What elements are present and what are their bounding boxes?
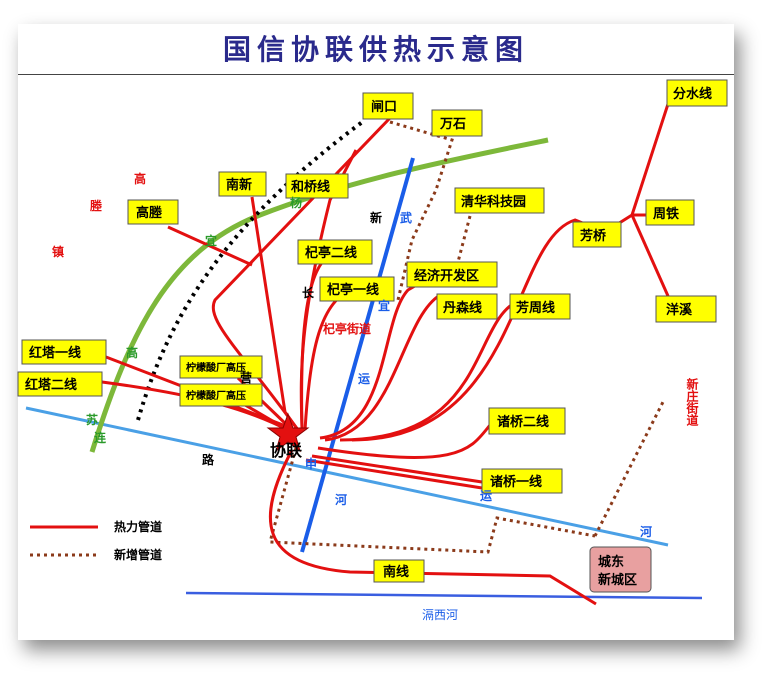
- new-pipe-wanshi: [389, 120, 454, 301]
- svg-text:闸口: 闸口: [371, 99, 397, 115]
- box-nanxin: 南新: [218, 171, 267, 197]
- svg-text:镇: 镇: [52, 244, 64, 259]
- xinzhuang-label: 新庄街道: [685, 377, 699, 427]
- svg-text:芳周线: 芳周线: [516, 300, 555, 316]
- svg-text:杞亭街道: 杞亭街道: [323, 321, 371, 336]
- box-hongta1: 红塔一线: [21, 339, 107, 365]
- svg-text:杞亭一线: 杞亭一线: [327, 282, 379, 298]
- svg-text:长: 长: [302, 285, 315, 300]
- svg-text:杞亭二线: 杞亭二线: [305, 245, 357, 261]
- box-wanshi: 万石: [431, 109, 483, 137]
- svg-text:运: 运: [358, 372, 370, 386]
- svg-text:苏: 苏: [86, 412, 98, 427]
- svg-text:高: 高: [126, 345, 138, 360]
- box-nanxian: 南线: [373, 559, 425, 583]
- svg-text:连: 连: [94, 430, 107, 445]
- svg-text:周铁: 周铁: [653, 206, 679, 222]
- new-pipe-xinzhuang: [593, 399, 666, 537]
- diagram-title: 国信协联供热示意图: [222, 33, 529, 66]
- box-fenshui: 分水线: [666, 79, 728, 107]
- svg-text:诸桥二线: 诸桥二线: [497, 414, 549, 430]
- green-road: [89, 137, 549, 453]
- chengdong-label: 城东新城区: [598, 554, 637, 588]
- svg-text:申: 申: [305, 456, 317, 471]
- box-chengdong: 城东新城区: [589, 546, 652, 593]
- box-zhuqiao1: 诸桥一线: [481, 468, 563, 494]
- heat-pipes: [101, 103, 670, 606]
- svg-text:滆西河: 滆西河: [422, 608, 458, 622]
- black-dotted-line: [136, 118, 367, 421]
- svg-text:新: 新: [370, 210, 382, 225]
- svg-text:洋溪: 洋溪: [666, 302, 693, 318]
- blue-road: [300, 157, 415, 553]
- box-zhoutie: 周铁: [645, 199, 695, 226]
- svg-text:塍: 塍: [90, 198, 103, 213]
- box-dansen: 丹森线: [436, 293, 498, 320]
- svg-text:路: 路: [202, 452, 215, 467]
- box-zhakou: 闸口: [362, 92, 414, 120]
- svg-text:河: 河: [334, 492, 347, 507]
- svg-text:营: 营: [240, 370, 252, 385]
- svg-text:和桥线: 和桥线: [291, 179, 330, 195]
- legend-heat-label: 热力管道: [114, 519, 162, 534]
- xielian-star-icon: [266, 412, 310, 453]
- box-heqiao: 和桥线: [285, 173, 349, 199]
- svg-text:丹森线: 丹森线: [443, 300, 482, 316]
- svg-text:柠檬酸厂高压: 柠檬酸厂高压: [186, 361, 246, 374]
- box-qiting1: 杞亭一线: [319, 276, 395, 302]
- svg-text:经济开发区: 经济开发区: [414, 268, 479, 284]
- box-qinghua: 清华科技园: [454, 187, 545, 214]
- map-labels: 高 塍 镇 高 宜 杨 新 武 宜 长 杞亭街道 苏 连 路 营 申 运 河 运…: [52, 171, 652, 622]
- box-yangxi: 洋溪: [655, 295, 717, 323]
- svg-text:诸桥一线: 诸桥一线: [490, 474, 542, 490]
- box-ningmeng2: 柠檬酸厂高压: [179, 383, 263, 407]
- box-qiting2: 杞亭二线: [297, 239, 373, 265]
- svg-text:宜: 宜: [205, 233, 217, 248]
- svg-text:分水线: 分水线: [673, 86, 712, 102]
- box-ningmeng1: 柠檬酸厂高压: [179, 355, 263, 379]
- title-divider: [18, 74, 734, 75]
- svg-text:万石: 万石: [439, 117, 466, 132]
- river-line: [25, 406, 669, 547]
- svg-text:清华科技园: 清华科技园: [461, 194, 526, 210]
- svg-text:南线: 南线: [383, 564, 409, 580]
- svg-text:武: 武: [400, 210, 412, 225]
- new-pipe-south: [268, 447, 596, 554]
- svg-text:红塔二线: 红塔二线: [25, 377, 77, 393]
- box-fangzhou: 芳周线: [509, 293, 571, 320]
- box-fangqiao: 芳桥: [572, 221, 622, 248]
- svg-text:南新: 南新: [226, 177, 252, 193]
- svg-text:高: 高: [134, 171, 146, 186]
- svg-text:运: 运: [480, 489, 492, 503]
- svg-text:柠檬酸厂高压: 柠檬酸厂高压: [186, 389, 246, 402]
- box-gaosai: 高塍: [127, 199, 179, 225]
- svg-text:红塔一线: 红塔一线: [29, 345, 81, 361]
- svg-text:河: 河: [639, 524, 652, 539]
- svg-text:杨: 杨: [290, 195, 302, 210]
- box-jingji: 经济开发区: [406, 261, 498, 288]
- new-pipe-qinghua: [456, 215, 472, 263]
- legend-new-label: 新增管道: [114, 547, 162, 562]
- svg-text:芳桥: 芳桥: [580, 228, 607, 244]
- svg-text:高塍: 高塍: [136, 205, 163, 221]
- bottom-river-line: [185, 591, 703, 600]
- box-hongta2: 红塔二线: [17, 371, 103, 397]
- box-zhuqiao2: 诸桥二线: [488, 407, 566, 435]
- svg-text:宜: 宜: [378, 298, 390, 313]
- center-label: 协联: [270, 441, 302, 460]
